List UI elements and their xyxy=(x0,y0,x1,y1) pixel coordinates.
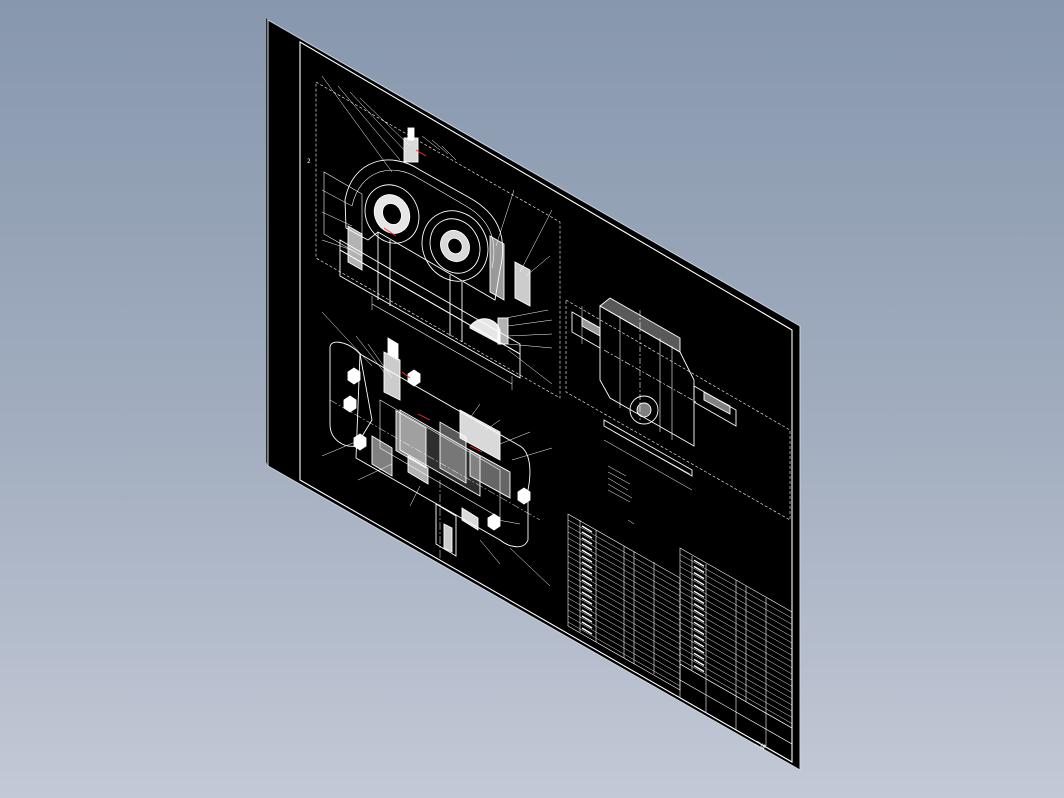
technical-notes xyxy=(607,465,635,525)
table-row-rule xyxy=(567,591,681,657)
table-entry-mark xyxy=(581,555,593,563)
table-entry-mark xyxy=(581,549,593,557)
table-row-rule xyxy=(567,597,681,663)
table-entry-mark xyxy=(693,578,705,586)
table-row-rule xyxy=(679,566,793,631)
table-entry-mark xyxy=(581,579,593,587)
table-entry-mark xyxy=(581,615,593,623)
table-row-rule xyxy=(679,591,793,656)
table-entry-mark xyxy=(693,590,705,598)
table-row-rule xyxy=(567,549,681,615)
table-entry-mark xyxy=(581,537,593,545)
table-row-rule xyxy=(679,640,793,706)
table-row-rule xyxy=(567,573,681,639)
table-entry-mark xyxy=(581,627,593,635)
table-entry-mark xyxy=(693,565,705,574)
table-entry-mark xyxy=(581,621,593,629)
top-view-plan xyxy=(321,311,553,587)
main-view-mark: 2 xyxy=(307,158,311,165)
sheet-face[interactable] xyxy=(267,19,801,771)
table-entry-mark xyxy=(693,640,705,648)
table-row-rule xyxy=(567,579,681,645)
breather-plug xyxy=(403,137,419,163)
table-row-rule xyxy=(567,519,681,585)
table-row-rule xyxy=(567,555,681,621)
table-row-rule xyxy=(567,621,681,687)
table-row-rule xyxy=(567,537,681,603)
table-row-rule xyxy=(567,603,681,669)
main-view-front-section xyxy=(315,75,561,399)
input-gear-bore xyxy=(364,184,420,244)
table-entry-mark xyxy=(693,633,705,642)
table-entry-mark xyxy=(693,609,705,617)
table-row-rule xyxy=(679,628,793,693)
parts-list-table-left xyxy=(567,513,681,691)
table-row-rule xyxy=(679,659,793,724)
table-entry-mark xyxy=(693,615,705,623)
table-row-rule xyxy=(679,560,793,625)
table-row-rule xyxy=(679,578,793,644)
table-entry-mark xyxy=(693,596,705,605)
table-entry-mark xyxy=(581,591,593,599)
table-entry-mark xyxy=(693,646,705,654)
table-row-rule xyxy=(679,609,793,675)
table-entry-mark xyxy=(693,652,705,660)
table-entry-mark xyxy=(581,603,593,611)
table-entry-mark xyxy=(693,602,705,611)
table-row-rule xyxy=(679,603,793,668)
side-view xyxy=(565,297,791,521)
table-row-rule xyxy=(567,531,681,597)
table-entry-mark xyxy=(581,597,593,605)
table-row-rule xyxy=(679,554,793,619)
table-row-rule xyxy=(567,525,681,591)
table-row-rule xyxy=(567,561,681,627)
table-entry-mark xyxy=(693,664,705,673)
table-entry-mark xyxy=(693,584,705,592)
table-row-rule xyxy=(567,615,681,681)
table-row-rule xyxy=(567,543,681,609)
table-row-rule xyxy=(679,616,793,681)
table-row-rule xyxy=(567,567,681,633)
table-entry-mark xyxy=(581,531,593,539)
parts-list-table-right xyxy=(679,547,793,729)
table-entry-mark xyxy=(581,543,593,551)
table-row-rule xyxy=(679,585,793,650)
title-block xyxy=(679,663,793,763)
table-row-rule xyxy=(679,622,793,687)
table-entry-mark xyxy=(693,621,705,629)
table-entry-mark xyxy=(693,559,705,567)
table-entry-mark xyxy=(693,571,705,580)
table-entry-mark xyxy=(581,609,593,617)
table-row-rule xyxy=(679,572,793,637)
output-gear xyxy=(421,210,489,282)
table-entry-mark xyxy=(693,627,705,636)
table-entry-mark xyxy=(693,658,705,667)
table-row-rule xyxy=(679,647,793,712)
table-row-rule xyxy=(679,597,793,662)
table-row-rule xyxy=(679,634,793,699)
table-entry-mark xyxy=(581,525,593,533)
table-entry-mark xyxy=(581,567,593,575)
table-row-rule xyxy=(567,585,681,651)
table-row-rule xyxy=(679,653,793,718)
table-row-rule xyxy=(567,609,681,675)
table-entry-mark xyxy=(581,561,593,569)
table-entry-mark xyxy=(581,573,593,581)
table-entry-mark xyxy=(581,585,593,593)
